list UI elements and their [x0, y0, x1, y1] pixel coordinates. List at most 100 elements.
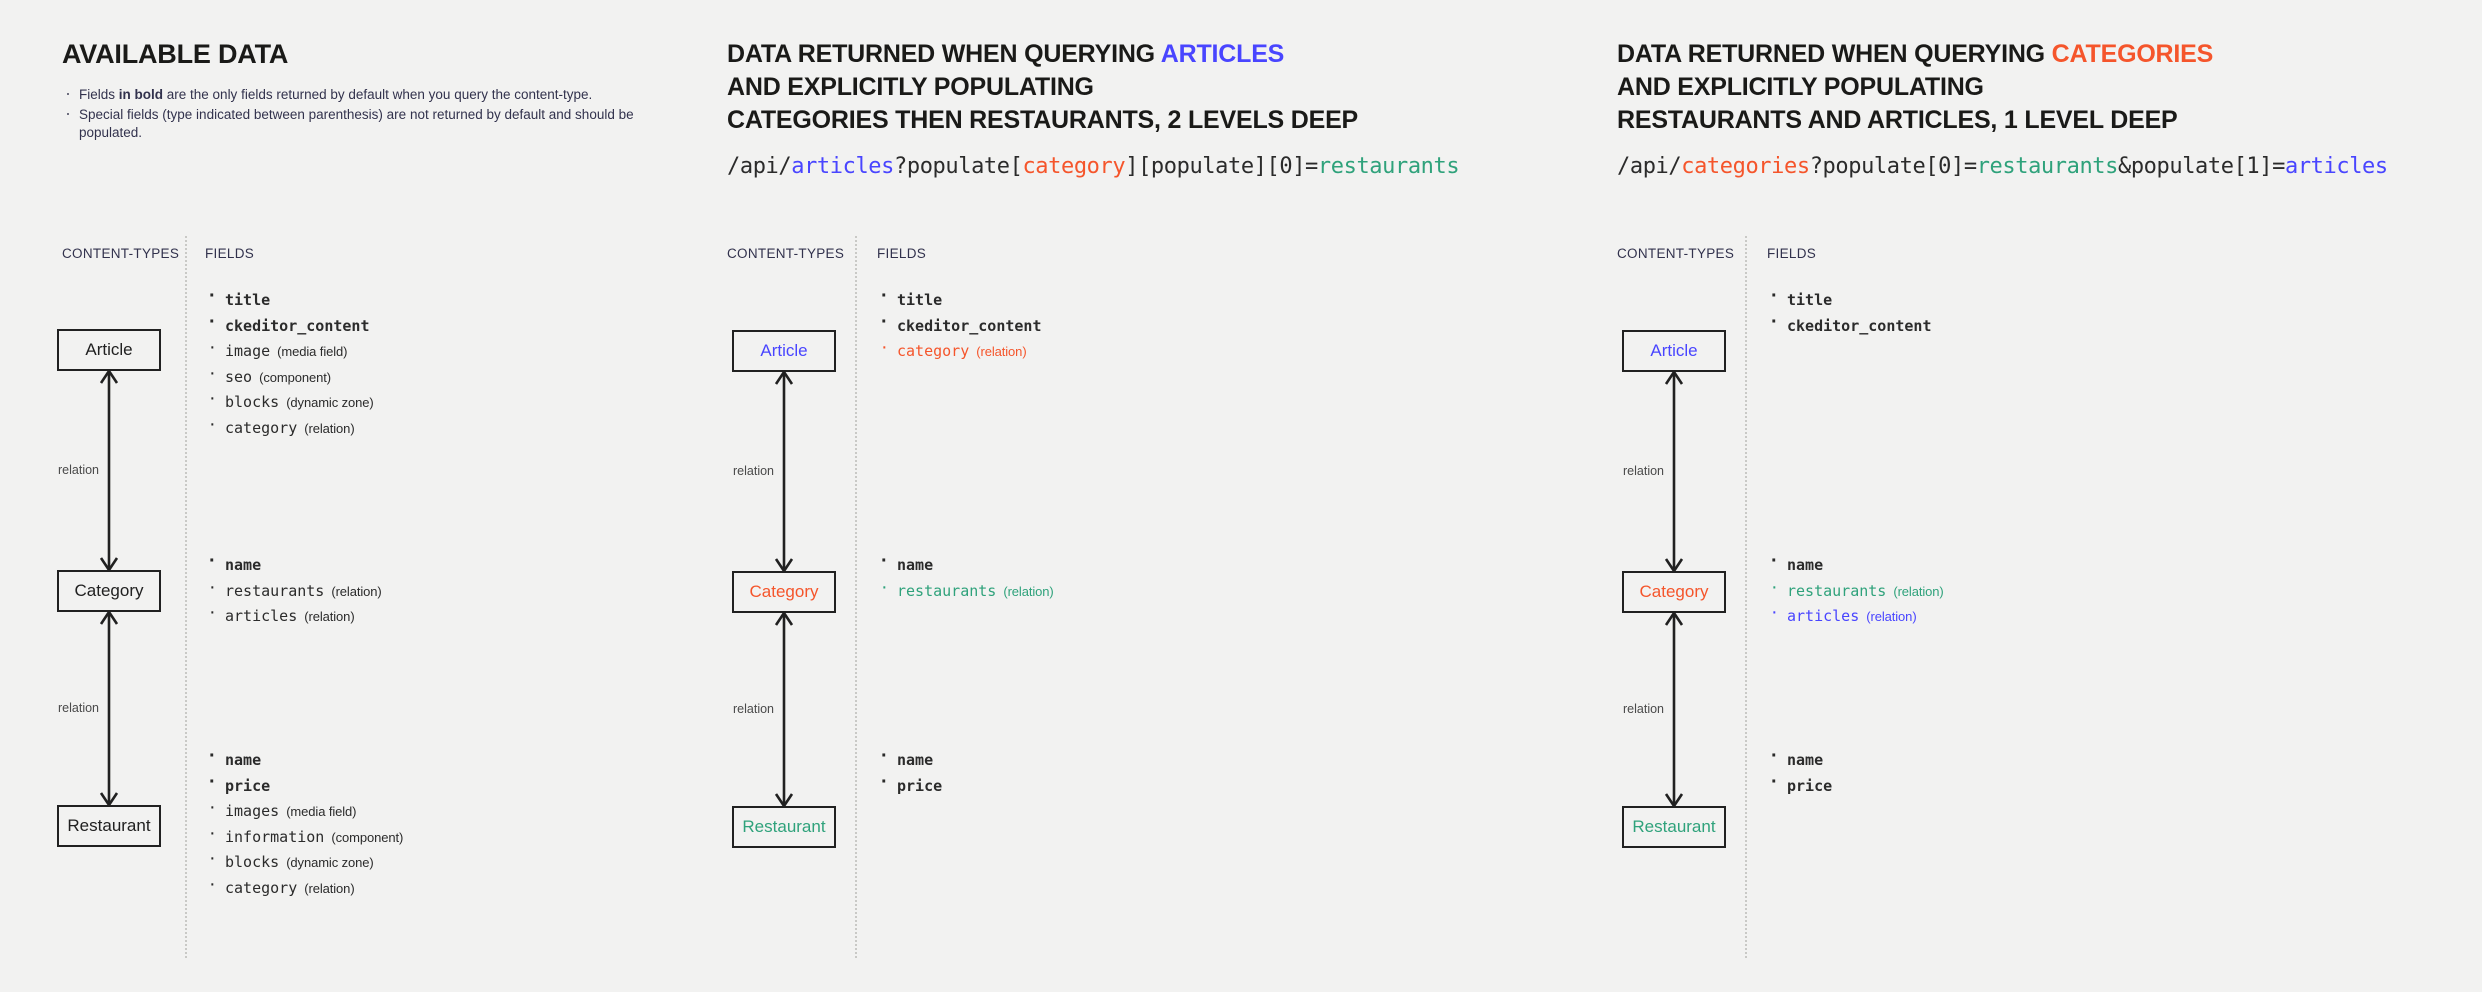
url-segment: ?populate[: [894, 154, 1023, 179]
field-item: ckeditor_content: [1767, 310, 1932, 340]
heading-line: AND EXPLICITLY POPULATING: [727, 73, 1094, 101]
relation-label: relation: [733, 701, 774, 716]
relation-arrow: [769, 371, 799, 572]
node-label: Article: [1650, 341, 1698, 360]
url-segment: ?populate[0]=: [1809, 154, 1977, 179]
field-item: name: [205, 549, 382, 579]
label-fields: FIELDS: [1767, 246, 1817, 261]
node-label: Category: [74, 581, 144, 600]
field-group-category: name restaurants (relation) articles (relati…: [1767, 549, 1944, 630]
field-name: restaurants: [225, 581, 325, 600]
field-item: image (media field): [205, 335, 374, 365]
field-item: ckeditor_content: [877, 310, 1042, 340]
url-segment: category: [1022, 154, 1126, 179]
url-segment: restaurants: [1976, 154, 2119, 179]
field-item: ckeditor_content: [205, 310, 374, 340]
node-category[interactable]: Category: [732, 571, 836, 613]
field-name: ckeditor_content: [225, 316, 370, 335]
node-article[interactable]: Article: [57, 329, 161, 371]
field-type: (relation): [304, 420, 355, 436]
field-group-restaurant: name price: [1767, 744, 1833, 800]
field-type: (component): [259, 369, 331, 385]
field-name: name: [1787, 751, 1824, 769]
field-item: title: [205, 284, 374, 314]
field-type: (relation): [331, 583, 382, 599]
column-divider: [185, 236, 187, 958]
label-content-types: CONTENT-TYPES: [62, 246, 180, 261]
field-item: price: [205, 770, 403, 800]
field-item: price: [1767, 770, 1833, 800]
field-name: category: [897, 342, 970, 360]
field-name: name: [225, 556, 262, 574]
url-segment: restaurants: [1317, 154, 1460, 179]
heading-line: AND EXPLICITLY POPULATING: [1617, 73, 1984, 101]
field-name: name: [1787, 556, 1824, 574]
field-item: price: [877, 770, 943, 800]
field-group-article: title ckeditor_contentimage (media field) s…: [205, 284, 374, 441]
field-name: ckeditor_content: [1787, 316, 1932, 335]
field-name: blocks: [225, 853, 280, 871]
node-article[interactable]: Article: [732, 330, 836, 372]
node-label: Restaurant: [1632, 817, 1716, 836]
node-restaurant[interactable]: Restaurant: [732, 806, 836, 848]
relation-arrow: [94, 611, 124, 806]
label-content-types: CONTENT-TYPES: [727, 246, 845, 261]
node-label: Article: [85, 340, 133, 359]
field-type: (media field): [286, 804, 357, 819]
url-segment: /api/: [1617, 154, 1682, 179]
column-divider: [1745, 236, 1747, 958]
url-segment: /api/: [727, 154, 792, 179]
field-name: price: [225, 776, 271, 795]
field-type: (relation): [304, 609, 355, 624]
field-type: (relation): [1866, 609, 1917, 624]
field-type: (media field): [277, 344, 348, 359]
field-group-category: namerestaurants(relation): [877, 549, 1054, 604]
url-segment: categories: [1681, 154, 1810, 179]
field-item: images (media field): [205, 795, 403, 825]
api-url-query-categories: /api/categories?populate[0]=restaurants&…: [1617, 154, 2388, 179]
label-fields: FIELDS: [205, 246, 255, 261]
field-name: price: [1787, 776, 1833, 795]
field-item: blocks(dynamic zone): [205, 386, 374, 416]
field-name: price: [897, 776, 943, 795]
node-category[interactable]: Category: [1622, 571, 1726, 613]
label-fields: FIELDS: [877, 246, 927, 261]
field-type: (relation): [1003, 583, 1054, 599]
field-type: (dynamic zone): [286, 395, 374, 410]
field-name: restaurants: [1787, 581, 1887, 600]
field-name: articles: [1787, 607, 1860, 625]
field-name: articles: [225, 607, 298, 625]
field-item: articles (relation): [205, 600, 382, 630]
field-name: title: [897, 291, 943, 309]
field-type: (component): [331, 829, 404, 845]
field-item: seo(component): [205, 361, 374, 391]
heading-accent: CATEGORIES: [2051, 40, 2214, 68]
field-group-article: titleckeditor_content: [1767, 284, 1932, 340]
field-item: name: [205, 744, 403, 774]
field-name: images: [225, 802, 280, 820]
field-type: (dynamic zone): [286, 855, 374, 870]
field-name: ckeditor_content: [897, 316, 1042, 335]
field-group-restaurant: nameprice: [877, 744, 943, 800]
node-restaurant[interactable]: Restaurant: [1622, 806, 1726, 848]
relation-label: relation: [58, 700, 99, 715]
column-divider: [855, 236, 857, 958]
field-name: category: [225, 418, 298, 437]
note-list: Fields in bold are the only fields retur…: [62, 84, 662, 142]
field-name: image: [225, 342, 271, 360]
field-group-restaurant: namepriceimages(media field)information(…: [205, 744, 404, 901]
note-item: Special fields (type indicated between p…: [62, 104, 662, 142]
node-article[interactable]: Article: [1622, 330, 1726, 372]
node-label: Restaurant: [67, 816, 151, 835]
field-name: category: [225, 878, 298, 897]
node-restaurant[interactable]: Restaurant: [57, 805, 161, 847]
node-label: Category: [1639, 582, 1709, 601]
node-category[interactable]: Category: [57, 570, 161, 612]
api-url-query-articles: /api/articles?populate[category][populat…: [727, 154, 1460, 179]
field-name: name: [225, 751, 262, 769]
field-item: restaurants (relation): [1767, 575, 1944, 605]
field-group-article: titleckeditor_contentcategory(relation): [877, 284, 1042, 365]
field-type: (relation): [1893, 583, 1944, 599]
